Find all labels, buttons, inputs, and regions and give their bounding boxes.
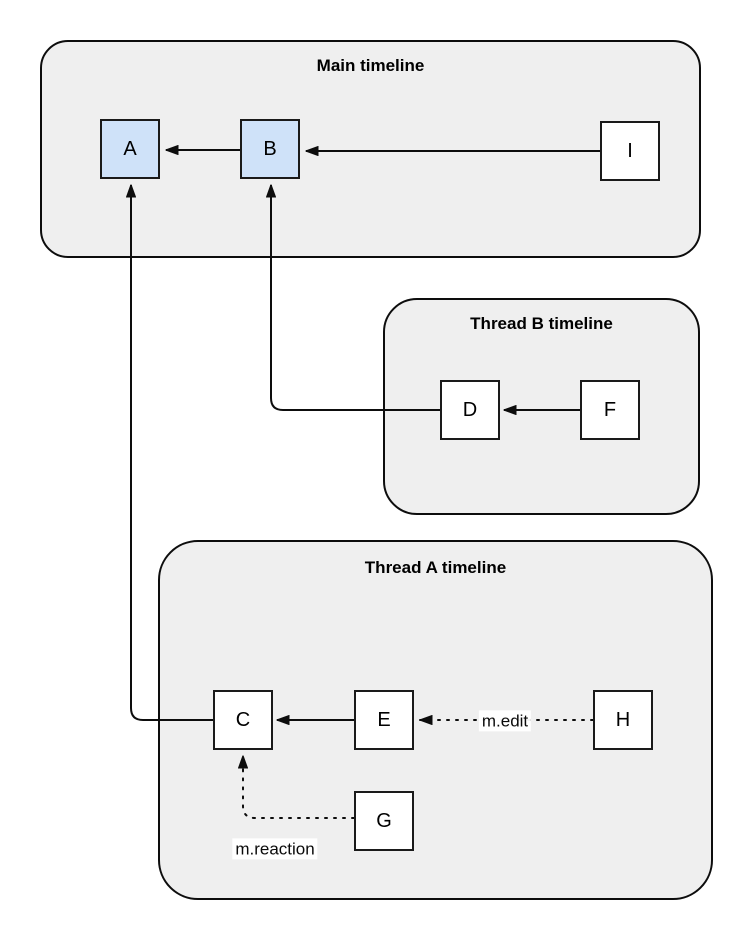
event-node-g-label: G	[376, 809, 392, 832]
thread-b-timeline-title: Thread B timeline	[470, 314, 613, 333]
event-node-h-label: H	[615, 708, 631, 731]
event-node-e: E	[354, 690, 414, 750]
event-node-d-label: D	[462, 398, 478, 421]
edge-d-to-b	[271, 185, 440, 411]
event-node-e-label: E	[377, 708, 391, 731]
event-node-g: G	[354, 791, 414, 851]
edge-label-m-reaction: m.reaction	[232, 838, 318, 860]
edge-c-to-a	[131, 185, 213, 721]
edge-label-m-edit: m.edit	[478, 710, 532, 732]
event-node-c-label: C	[235, 708, 251, 731]
thread-b-timeline-container: Thread B timeline	[383, 298, 700, 515]
event-node-d: D	[440, 380, 500, 440]
event-node-h: H	[593, 690, 653, 750]
event-node-a-label: A	[123, 137, 137, 160]
event-node-i: I	[600, 121, 660, 181]
event-node-f: F	[580, 380, 640, 440]
thread-a-timeline-title: Thread A timeline	[364, 558, 507, 577]
event-node-i-label: I	[627, 139, 633, 162]
event-node-f-label: F	[603, 398, 617, 421]
main-timeline-title: Main timeline	[316, 56, 425, 75]
event-node-b: B	[240, 119, 300, 179]
edge-g-to-c-reaction	[243, 755, 355, 819]
event-node-b-label: B	[263, 137, 277, 160]
event-node-c: C	[213, 690, 273, 750]
event-node-a: A	[100, 119, 160, 179]
